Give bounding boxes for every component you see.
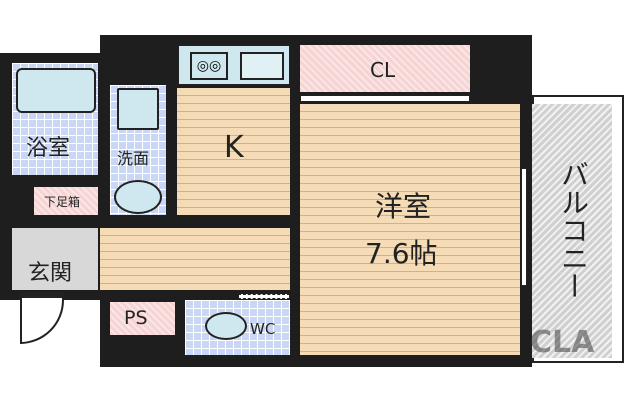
wc-label: WC	[250, 320, 276, 338]
toilet-icon	[205, 312, 247, 340]
corridor	[100, 228, 290, 290]
stove-icon: ◎◎	[190, 52, 228, 80]
kitchen	[177, 88, 290, 215]
closet-door[interactable]	[300, 95, 470, 102]
entrance-label: 玄関	[28, 261, 73, 286]
entrance-door[interactable]	[20, 292, 64, 344]
washing-machine-icon	[117, 88, 159, 130]
western-room-size: 7.6帖	[365, 237, 438, 270]
balcony-label: バルコニー	[557, 160, 590, 300]
balcony-window[interactable]	[521, 168, 527, 286]
watermark: CLA	[530, 325, 595, 360]
washroom-label: 洗面	[117, 149, 150, 168]
western-room-label: 洋室	[375, 190, 432, 223]
shoe-box	[34, 187, 98, 215]
entrance	[12, 228, 98, 290]
western-room	[300, 104, 520, 355]
ps-label: PS	[124, 307, 148, 329]
wc	[185, 300, 290, 355]
kitchen-label: K	[224, 130, 244, 165]
kitchen-sink-icon	[240, 52, 284, 80]
bath-label: 浴室	[26, 136, 71, 161]
closet-label: CL	[370, 58, 396, 82]
closet	[300, 45, 470, 92]
pipe-space	[110, 302, 175, 335]
shoe-box-label: 下足箱	[44, 195, 81, 209]
bathtub-icon	[16, 68, 96, 113]
wc-door[interactable]	[238, 294, 290, 299]
balcony	[532, 104, 612, 358]
sink-icon	[114, 180, 162, 214]
